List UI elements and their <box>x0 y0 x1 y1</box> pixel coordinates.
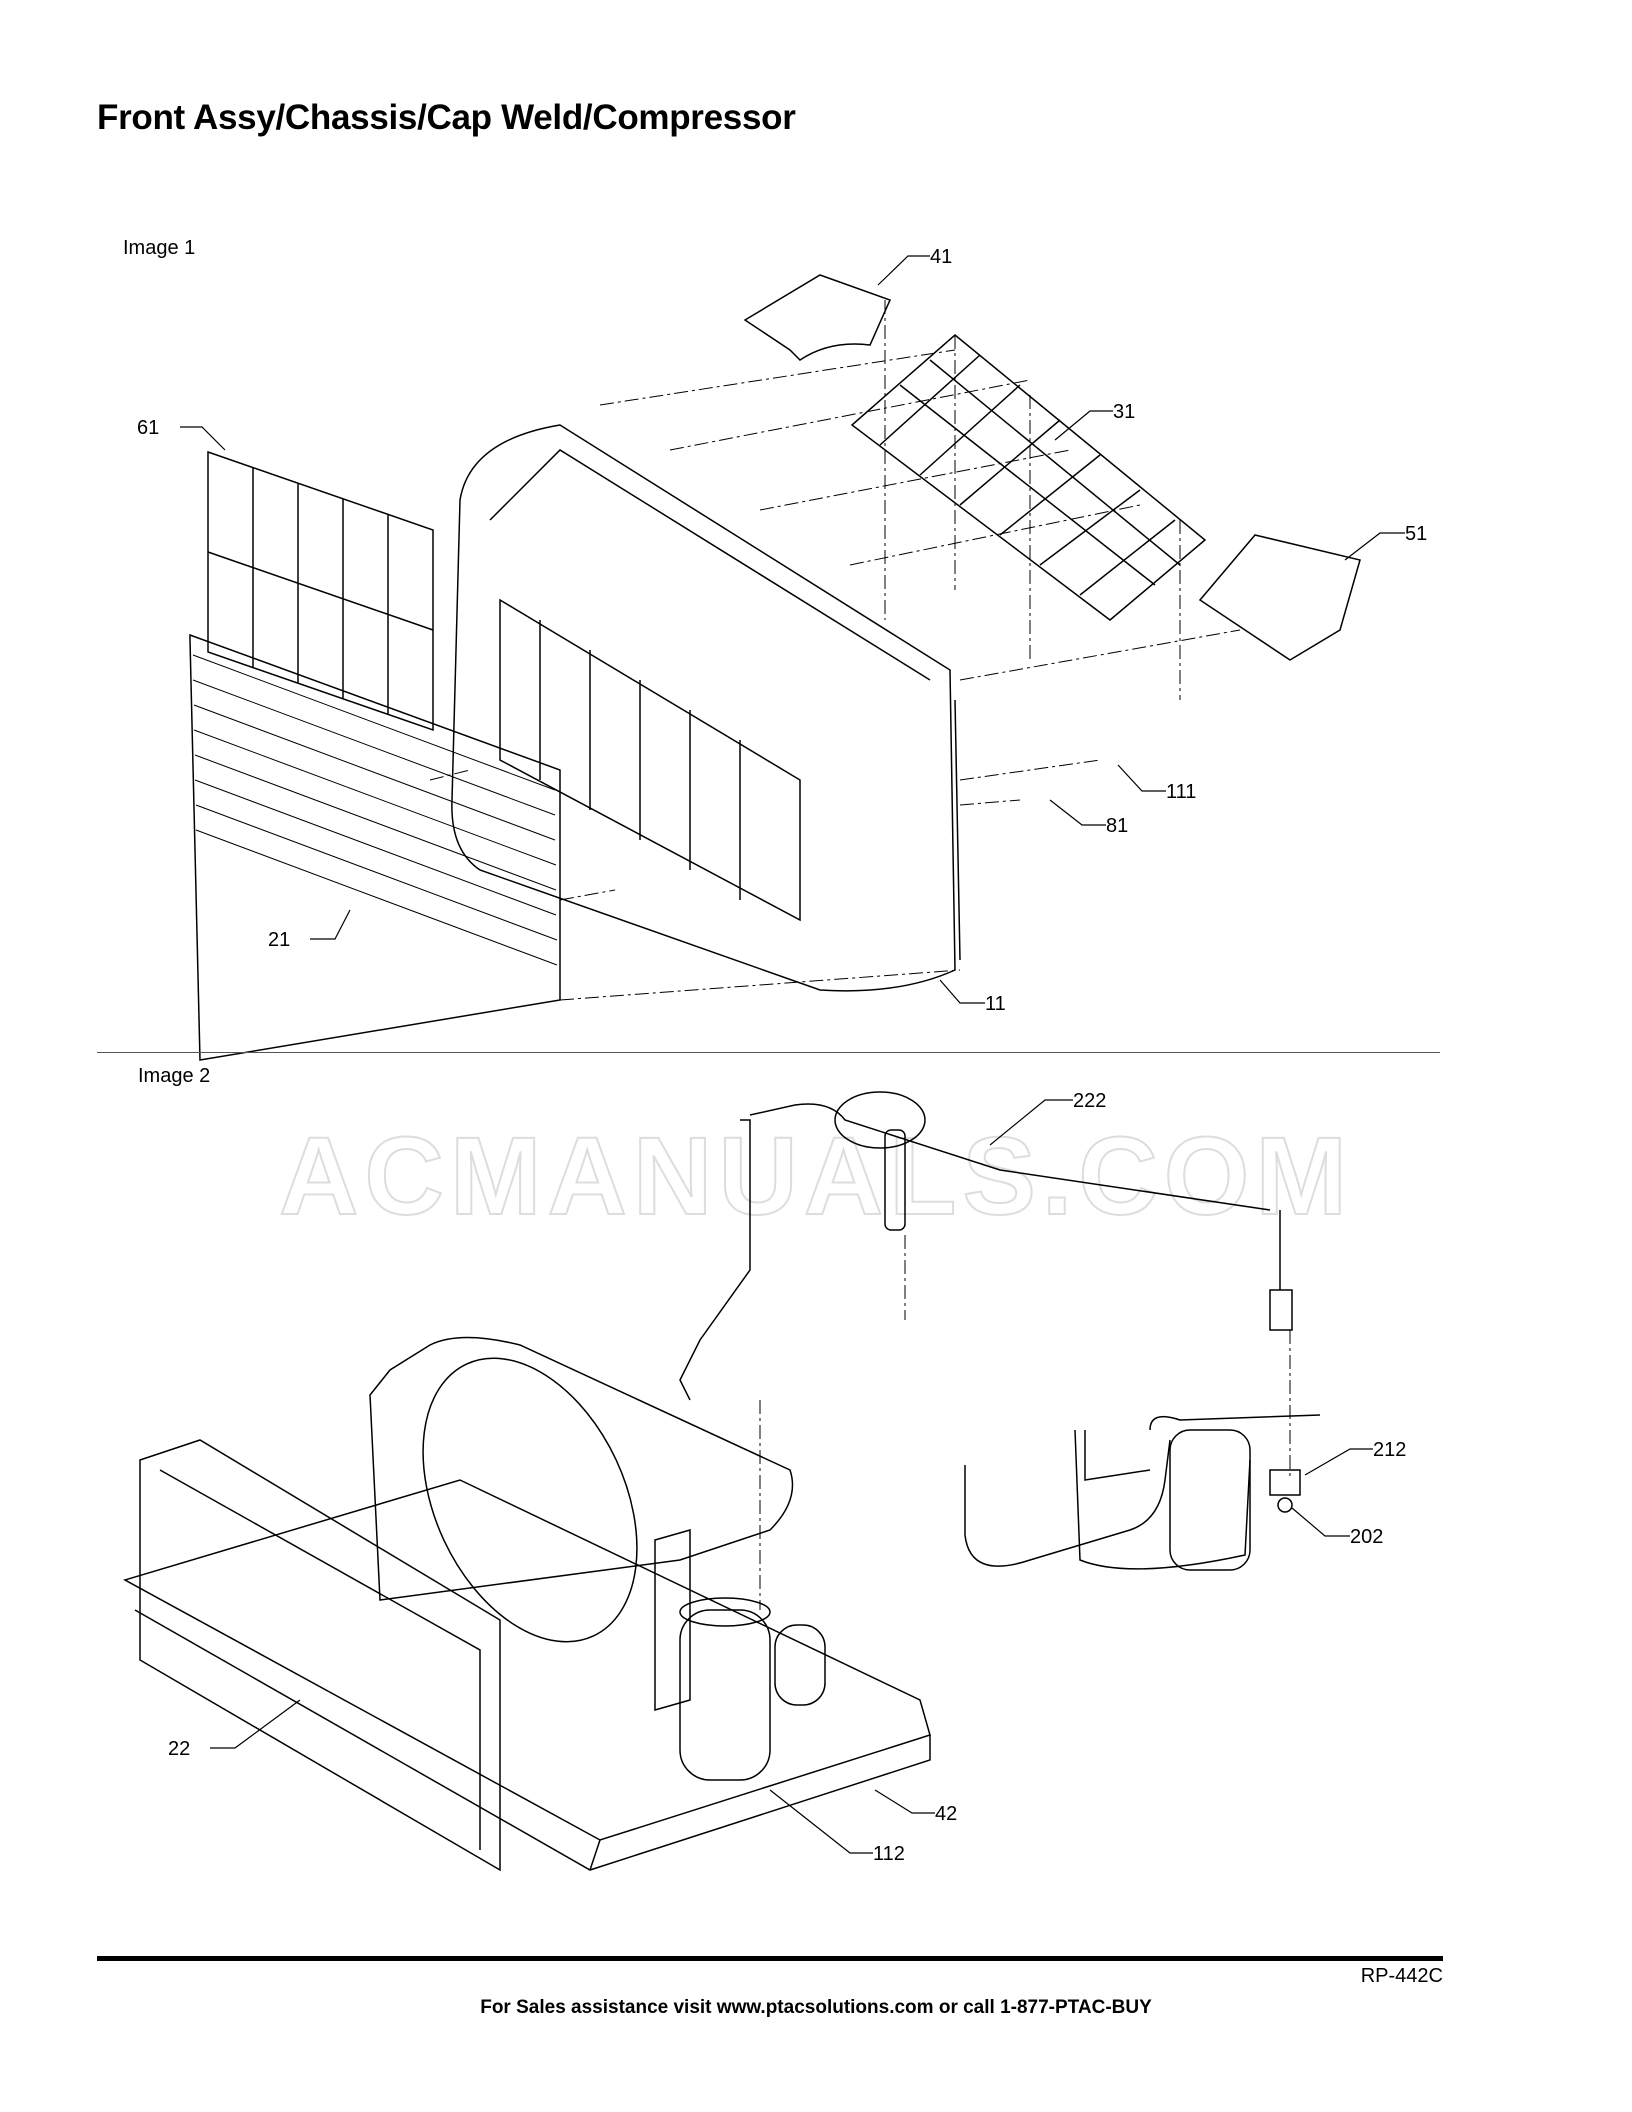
blower-scroll <box>369 1336 794 1643</box>
reversing-valve-assembly <box>964 1414 1321 1571</box>
callout-31: 31 <box>1113 401 1136 423</box>
callout-61: 61 <box>137 417 160 439</box>
discharge-grille-31 <box>850 334 1207 621</box>
footer-rule <box>97 1956 1443 1961</box>
callout-212: 212 <box>1373 1439 1407 1461</box>
document-id: RP-442C <box>1360 1965 1443 1987</box>
cap-weld-222 <box>679 1091 1293 1401</box>
image2-label: Image 2 <box>138 1065 211 1087</box>
door-41 <box>743 274 892 361</box>
indoor-coil-22 <box>139 1439 501 1872</box>
callout-202: 202 <box>1350 1526 1384 1548</box>
compressor-112 <box>679 1597 826 1781</box>
callout-51: 51 <box>1405 523 1428 545</box>
footer-sales-text: For Sales assistance visit www.ptacsolut… <box>480 1997 1152 2018</box>
callout-42: 42 <box>935 1803 958 1825</box>
callout-41: 41 <box>930 246 953 268</box>
callout-111: 111 <box>1166 781 1197 803</box>
callout-11: 11 <box>985 993 1006 1015</box>
callout-81: 81 <box>1106 815 1129 837</box>
filter-61 <box>207 450 434 732</box>
cabinet-front-11 <box>451 424 961 992</box>
section-divider <box>97 1052 1440 1053</box>
image1-label: Image 1 <box>123 237 196 259</box>
chassis-42 <box>123 1479 931 1871</box>
watermark: ACMANUALS.COM <box>278 1115 1353 1238</box>
front-grille-21 <box>189 633 561 1061</box>
callout-21: 21 <box>268 929 291 951</box>
callout-112: 112 <box>873 1843 905 1865</box>
door-51 <box>1198 534 1361 661</box>
callout-22: 22 <box>168 1738 191 1760</box>
outdoor-coil <box>654 1529 691 1711</box>
page-title: Front Assy/Chassis/Cap Weld/Compressor <box>97 98 796 137</box>
callout-222: 222 <box>1073 1090 1107 1112</box>
